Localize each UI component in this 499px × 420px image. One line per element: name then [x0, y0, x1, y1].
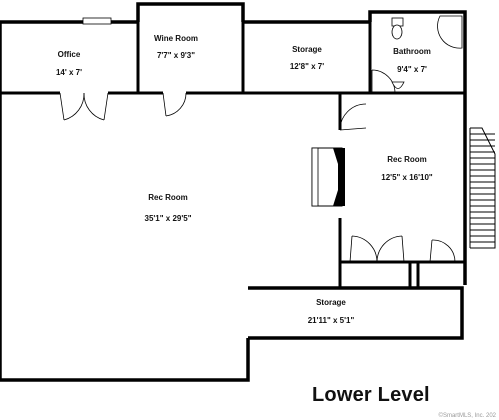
rec-room-main-dims: 35'1" x 29'5" — [145, 214, 192, 223]
copyright-notice: ©SmartMLS, Inc. 202 — [438, 413, 496, 419]
rec-room-east-name: Rec Room — [387, 155, 427, 164]
bathroom-dims: 9'4" x 7' — [397, 65, 427, 74]
bathroom-name: Bathroom — [393, 47, 431, 56]
storage-top-dims: 12'8" x 7' — [290, 62, 324, 71]
office-window — [82, 17, 112, 25]
exterior-walls — [0, 2, 467, 382]
storage-bottom-name: Storage — [316, 298, 346, 307]
room-labels: Office 14' x 7' Wine Room 7'7" x 9'3" St… — [56, 34, 433, 325]
interior-walls — [0, 22, 465, 288]
stairs — [469, 127, 496, 249]
wine-room-name: Wine Room — [154, 34, 198, 43]
wine-room-dims: 7'7" x 9'3" — [157, 51, 195, 60]
level-title: Lower Level — [312, 384, 430, 406]
office-name: Office — [58, 50, 81, 59]
rec-room-east-dims: 12'5" x 16'10" — [381, 173, 433, 182]
doors — [59, 69, 456, 263]
bathroom-fixtures — [391, 15, 463, 89]
storage-top-name: Storage — [292, 45, 322, 54]
fireplace — [311, 147, 345, 207]
storage-bottom-dims: 21'11" x 5'1" — [308, 316, 355, 325]
rec-room-main-name: Rec Room — [148, 193, 188, 202]
office-dims: 14' x 7' — [56, 68, 82, 77]
